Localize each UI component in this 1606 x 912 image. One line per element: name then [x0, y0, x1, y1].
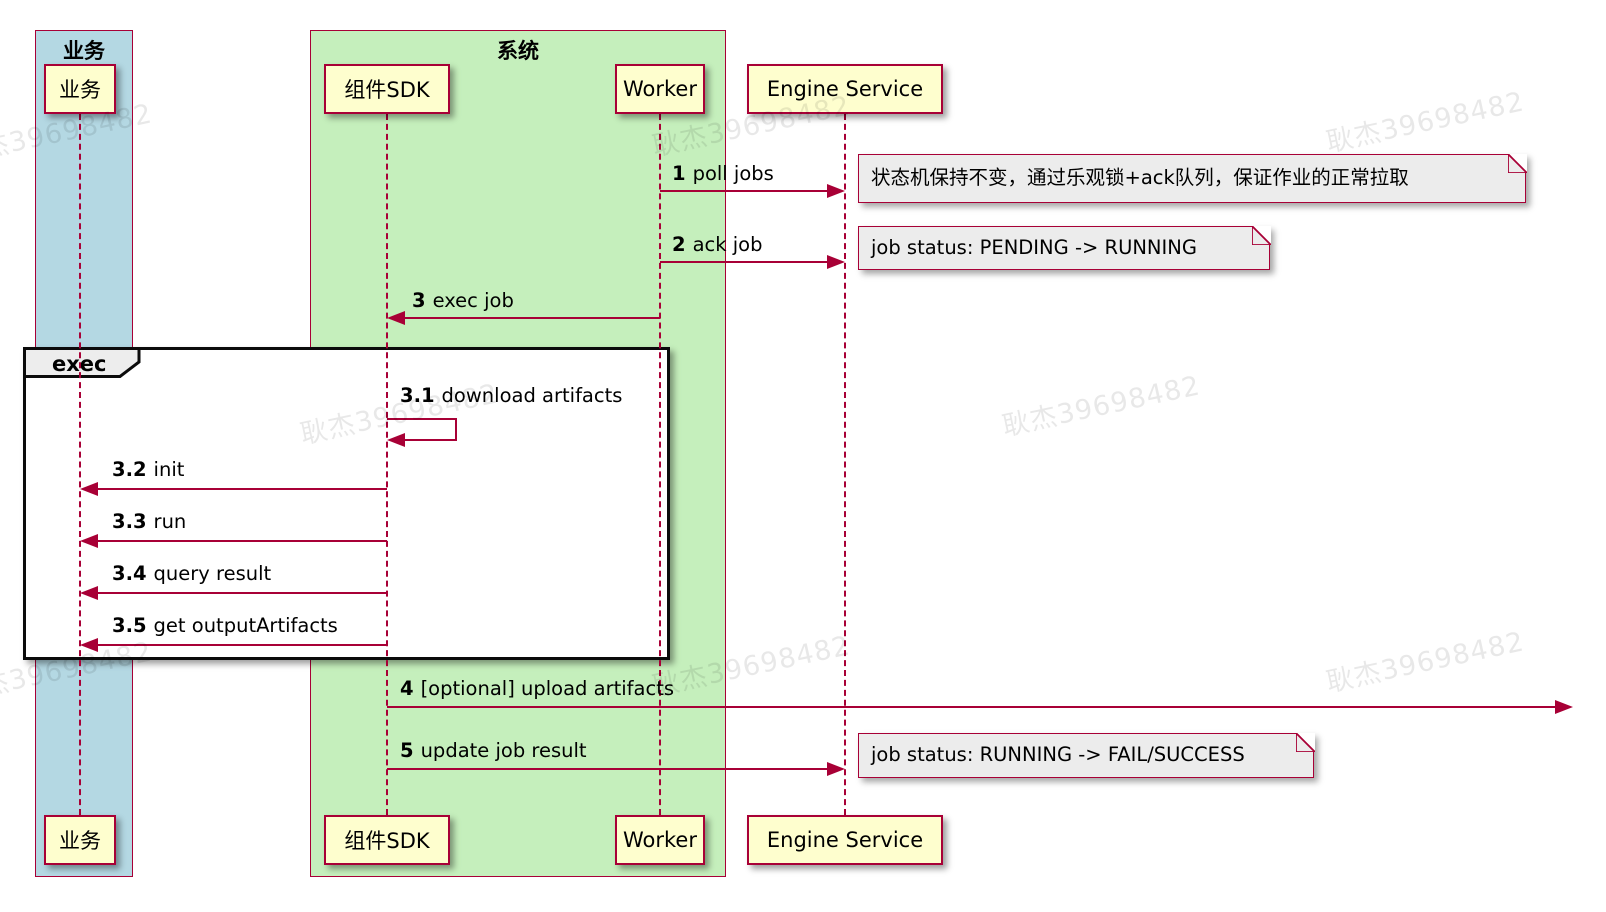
participant-top-worker: Worker — [615, 64, 705, 114]
message-3-2-line — [97, 488, 387, 490]
message-3-2-arrowhead-icon — [80, 482, 98, 496]
exec-frame-tab — [23, 347, 141, 378]
participant-bottom-business: 业务 — [44, 815, 116, 865]
message-3-line — [404, 317, 660, 319]
watermark: 耿杰39698482 — [999, 370, 1204, 443]
message-3-arrowhead-icon — [387, 311, 405, 325]
message-4-label: 4[optional] upload artifacts — [400, 677, 675, 700]
message-3-4-arrowhead-icon — [80, 586, 98, 600]
message-3-5-arrowhead-icon — [80, 638, 98, 652]
message-4-line — [387, 706, 1555, 708]
watermark: 耿杰39698482 — [1323, 86, 1528, 159]
message-3-3-line — [97, 540, 387, 542]
message-3-1-line-top — [387, 418, 457, 420]
message-5-arrowhead-icon — [827, 762, 845, 776]
watermark: 耿杰39698482 — [1323, 626, 1528, 699]
participant-bottom-sdk: 组件SDK — [324, 815, 450, 865]
note-1: 状态机保持不变，通过乐观锁+ack队列，保证作业的正常拉取 — [858, 153, 1527, 203]
message-3-4-line — [97, 592, 387, 594]
message-2-arrowhead-icon — [827, 255, 845, 269]
lifeline-worker — [659, 114, 661, 815]
note-2: job status: PENDING -> RUNNING — [858, 225, 1271, 270]
note-3: job status: RUNNING -> FAIL/SUCCESS — [858, 732, 1315, 778]
group-box-business-label: 业务 — [63, 39, 105, 63]
message-5-line — [387, 768, 827, 770]
note-fold-icon — [1251, 225, 1271, 245]
note-fold-icon — [1507, 153, 1527, 173]
participant-bottom-worker: Worker — [615, 815, 705, 865]
lifeline-engine — [844, 114, 846, 815]
group-box-system-label: 系统 — [497, 39, 539, 63]
note-fold-icon — [1295, 732, 1315, 752]
message-3-3-arrowhead-icon — [80, 534, 98, 548]
lifeline-business — [79, 114, 81, 815]
message-1-arrowhead-icon — [827, 184, 845, 198]
message-3-1-line-bottom — [405, 439, 457, 441]
message-4-arrowhead-icon — [1555, 700, 1573, 714]
lifeline-sdk — [386, 114, 388, 815]
message-3-5-line — [97, 644, 387, 646]
participant-bottom-engine: Engine Service — [747, 815, 943, 865]
message-2-line — [660, 261, 827, 263]
message-3-1-arrowhead-icon — [387, 433, 405, 447]
participant-top-engine: Engine Service — [747, 64, 943, 114]
participant-top-business: 业务 — [44, 64, 116, 114]
participant-top-sdk: 组件SDK — [324, 64, 450, 114]
message-1-line — [660, 190, 827, 192]
message-3-1-line-right — [455, 418, 457, 441]
